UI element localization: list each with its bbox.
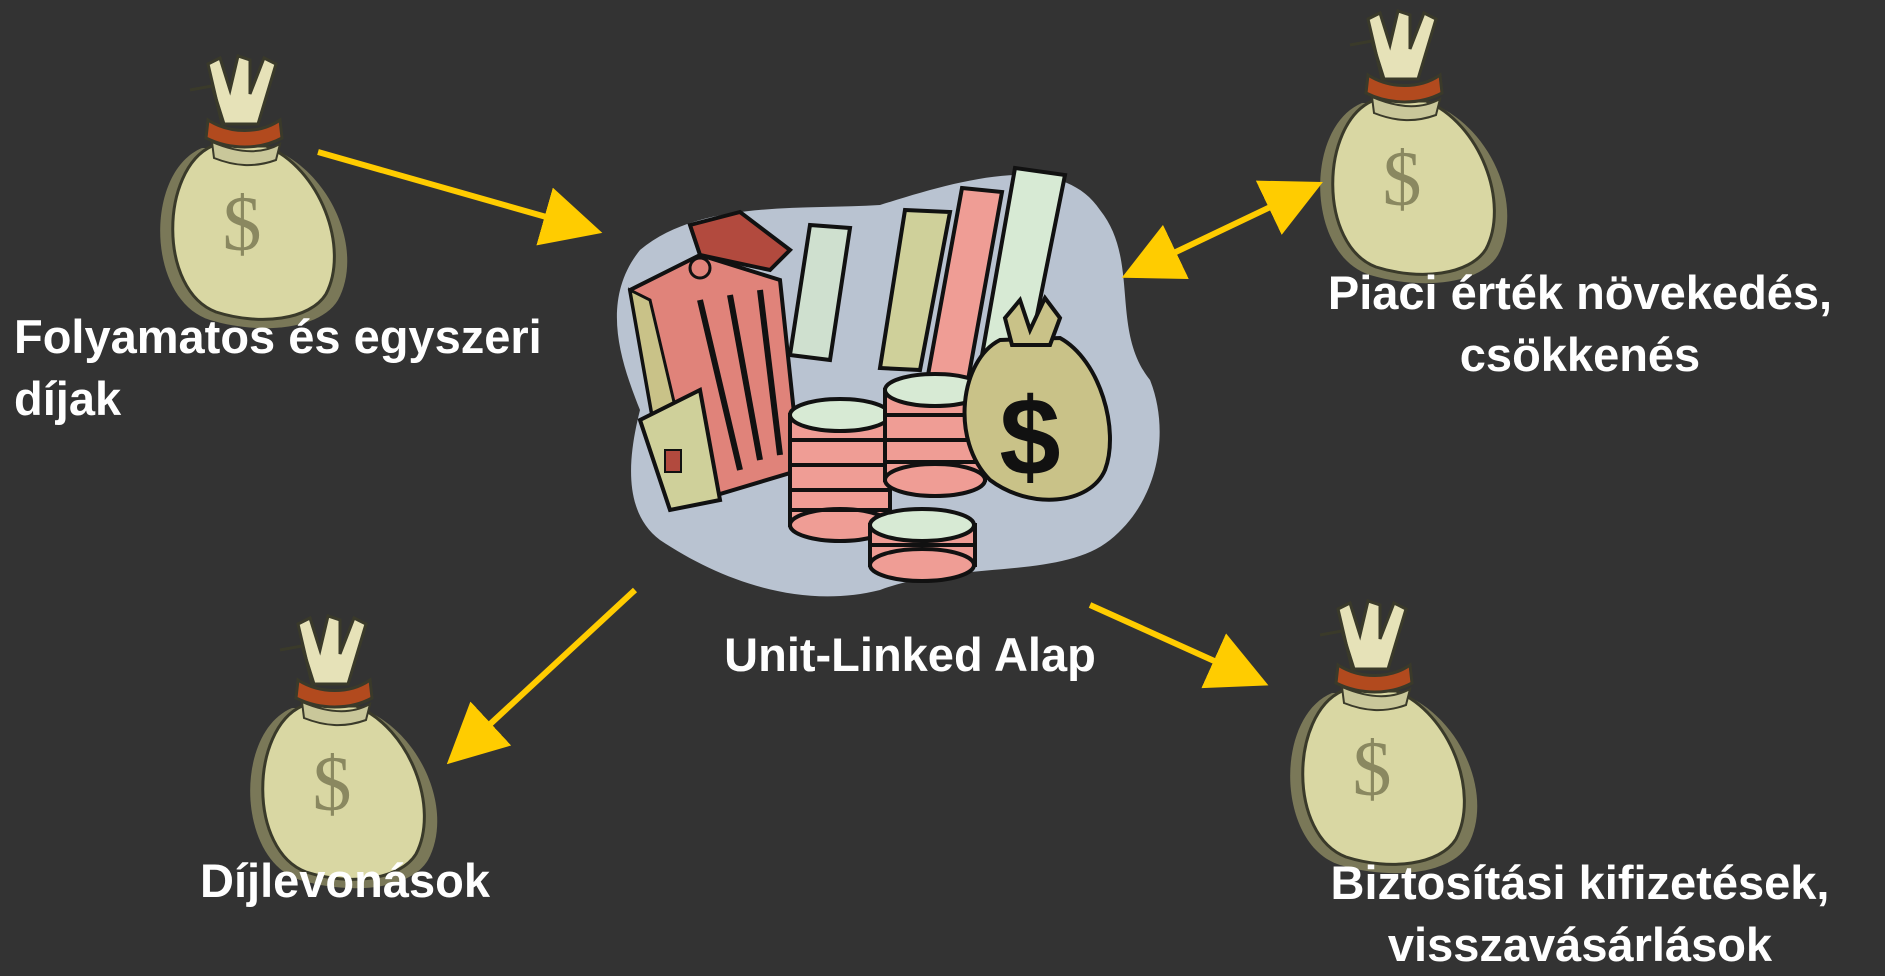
money-bag-icon (248, 614, 439, 890)
fund-buildings-coins-icon: $ (616, 165, 1160, 597)
node-label-line: díjak (14, 372, 122, 425)
arrow-premiums-to-fund (317, 149, 603, 246)
money-bag-icon (158, 54, 349, 330)
node-premiums-label: Folyamatos és egyszeri díjak (14, 306, 542, 430)
node-deductions-label: Díjlevonások (160, 850, 530, 912)
money-bag-icon (1288, 599, 1479, 875)
node-market-label: Piaci érték növekedés, csökkenés (1295, 262, 1865, 386)
center-fund-label: Unit-Linked Alap (724, 628, 1096, 681)
arrow-fund-to-payouts (1088, 602, 1269, 689)
node-payouts-label: Biztosítási kifizetések, visszavásárláso… (1290, 852, 1870, 976)
node-label-line: Biztosítási kifizetések, (1330, 856, 1830, 909)
arrow-fund-to-deductions (446, 587, 638, 765)
svg-text:$: $ (999, 376, 1060, 499)
node-label-line: visszavásárlások (1387, 918, 1773, 971)
node-label-line: Díjlevonások (200, 854, 490, 907)
money-bag-icon (1318, 9, 1509, 285)
arrow-market-fund (1121, 180, 1323, 280)
node-label-line: Piaci érték növekedés, (1327, 266, 1833, 319)
node-label-line: Folyamatos és egyszeri (14, 310, 542, 363)
node-label-line: csökkenés (1459, 328, 1701, 381)
